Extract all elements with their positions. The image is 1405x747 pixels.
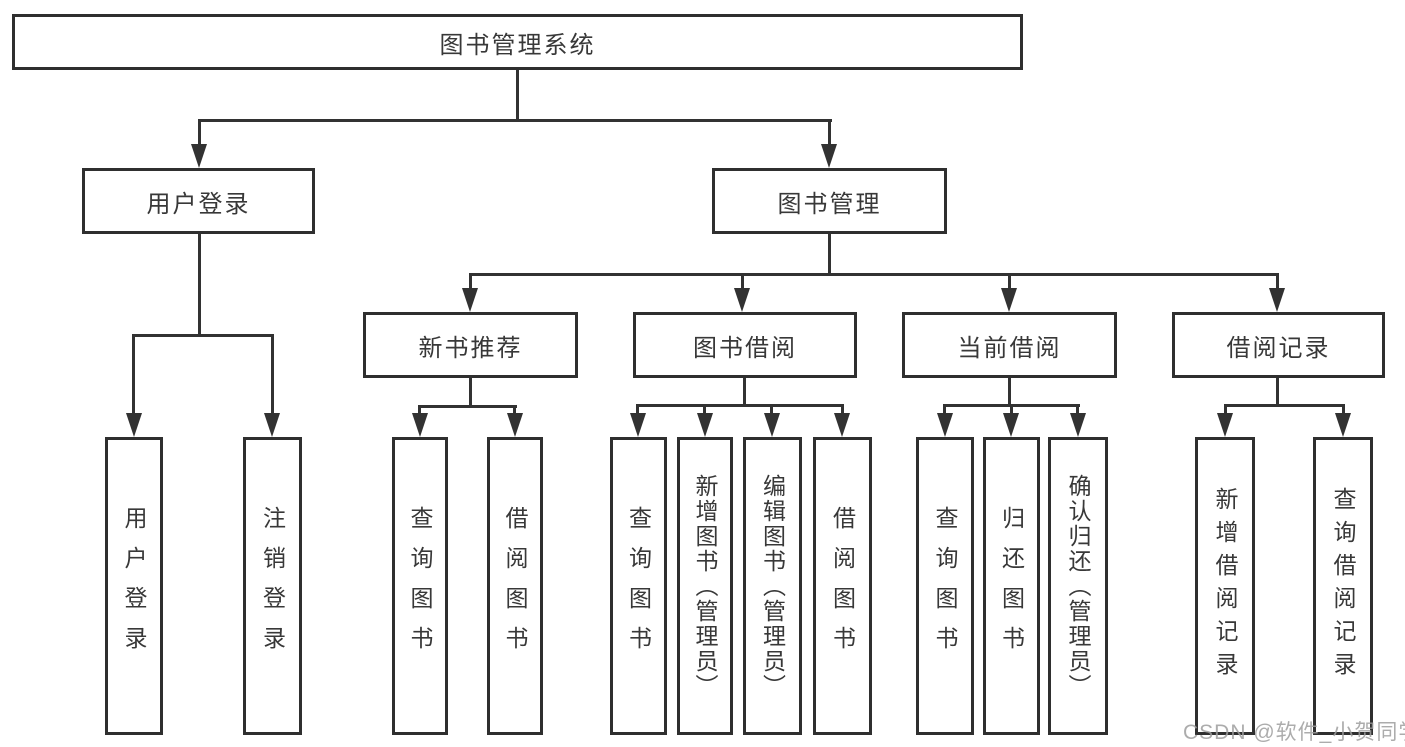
connector-line	[636, 404, 639, 417]
leaf-label: 借阅图书	[502, 506, 528, 666]
connector-line	[132, 334, 135, 416]
node-book-borrowing: 图书借阅	[633, 312, 857, 378]
leaf-label: 确认归还（管理员）	[1065, 473, 1091, 699]
arrow-down-icon	[834, 413, 850, 437]
leaf-query-borrow-record: 查询借阅记录	[1313, 437, 1373, 735]
arrow-down-icon	[821, 144, 837, 168]
arrow-down-icon	[1070, 413, 1086, 437]
leaf-label: 查询图书	[407, 506, 433, 666]
connector-line	[841, 404, 844, 417]
connector-rail	[418, 405, 517, 408]
connector-line	[469, 378, 472, 408]
leaf-query-books-current: 查询图书	[916, 437, 974, 735]
connector-rail	[636, 404, 844, 407]
arrow-down-icon	[462, 288, 478, 312]
arrow-down-icon	[1001, 288, 1017, 312]
leaf-borrow-books-borrowing: 借阅图书	[813, 437, 872, 735]
leaf-confirm-return-admin: 确认归还（管理员）	[1048, 437, 1108, 735]
leaf-label: 归还图书	[998, 506, 1025, 666]
node-borrowing-records: 借阅记录	[1172, 312, 1385, 378]
connector-line	[1008, 273, 1011, 291]
node-label: 用户登录	[146, 190, 251, 218]
leaf-query-books-borrowing: 查询图书	[610, 437, 667, 735]
connector-line	[1276, 273, 1279, 291]
connector-line	[469, 273, 472, 291]
node-label: 当前借阅	[957, 334, 1062, 362]
connector-line	[1076, 404, 1079, 417]
connector-line	[198, 234, 201, 337]
connector-line	[513, 405, 516, 417]
arrow-down-icon	[264, 413, 280, 437]
node-label: 新书推荐	[418, 334, 523, 362]
connector-line	[703, 404, 706, 417]
leaf-label: 新增借阅记录	[1212, 487, 1238, 685]
connector-line	[1224, 404, 1227, 417]
node-label: 借阅记录	[1226, 334, 1331, 362]
connector-rail	[1224, 404, 1345, 407]
node-label: 图书借阅	[693, 334, 797, 362]
connector-line	[943, 404, 946, 417]
connector-rail	[198, 119, 832, 122]
connector-rail	[132, 334, 274, 337]
connector-line	[828, 119, 831, 147]
arrow-down-icon	[764, 413, 780, 437]
connector-line	[1010, 404, 1013, 417]
connector-line	[198, 119, 201, 147]
arrow-down-icon	[1269, 288, 1285, 312]
arrow-down-icon	[191, 144, 207, 168]
leaf-user-login: 用户登录	[105, 437, 163, 735]
arrow-down-icon	[697, 413, 713, 437]
arrow-down-icon	[507, 413, 523, 437]
arrow-down-icon	[630, 413, 646, 437]
leaf-label: 查询图书	[932, 506, 958, 666]
leaf-label: 用户登录	[121, 506, 147, 666]
arrow-down-icon	[1335, 413, 1351, 437]
leaf-label: 借阅图书	[829, 506, 856, 666]
arrow-down-icon	[937, 413, 953, 437]
connector-rail	[469, 273, 1279, 276]
leaf-label: 查询借阅记录	[1330, 487, 1356, 685]
watermark: CSDN @软件_小贺同学	[1183, 721, 1405, 744]
node-label: 图书管理系统	[439, 31, 596, 59]
leaf-logout: 注销登录	[243, 437, 302, 735]
connector-line	[828, 234, 831, 275]
leaf-add-books-admin: 新增图书（管理员）	[677, 437, 733, 735]
connector-line	[1276, 378, 1279, 407]
connector-line	[741, 273, 744, 291]
leaf-label: 查询图书	[625, 506, 652, 666]
arrow-down-icon	[412, 413, 428, 437]
connector-line	[516, 70, 519, 122]
leaf-return-books: 归还图书	[983, 437, 1040, 735]
leaf-borrow-books-recommend: 借阅图书	[487, 437, 543, 735]
connector-line	[418, 405, 421, 417]
node-label: 图书管理	[777, 190, 882, 218]
leaf-label: 编辑图书（管理员）	[759, 473, 786, 699]
arrow-down-icon	[126, 413, 142, 437]
connector-line	[1342, 404, 1345, 417]
connector-line	[743, 378, 746, 407]
arrow-down-icon	[1217, 413, 1233, 437]
node-book-management: 图书管理	[712, 168, 947, 234]
connector-line	[271, 334, 274, 416]
node-new-book-recommendation: 新书推荐	[363, 312, 578, 378]
leaf-add-borrow-record: 新增借阅记录	[1195, 437, 1255, 735]
node-user-login: 用户登录	[82, 168, 315, 234]
leaf-query-books-recommend: 查询图书	[392, 437, 448, 735]
arrow-down-icon	[734, 288, 750, 312]
leaf-label: 新增图书（管理员）	[692, 473, 718, 699]
connector-line	[1008, 378, 1011, 407]
node-library-management-system: 图书管理系统	[12, 14, 1023, 70]
leaf-label: 注销登录	[259, 506, 286, 666]
leaf-edit-books-admin: 编辑图书（管理员）	[743, 437, 802, 735]
connector-line	[770, 404, 773, 417]
node-current-borrowing: 当前借阅	[902, 312, 1117, 378]
arrow-down-icon	[1003, 413, 1019, 437]
